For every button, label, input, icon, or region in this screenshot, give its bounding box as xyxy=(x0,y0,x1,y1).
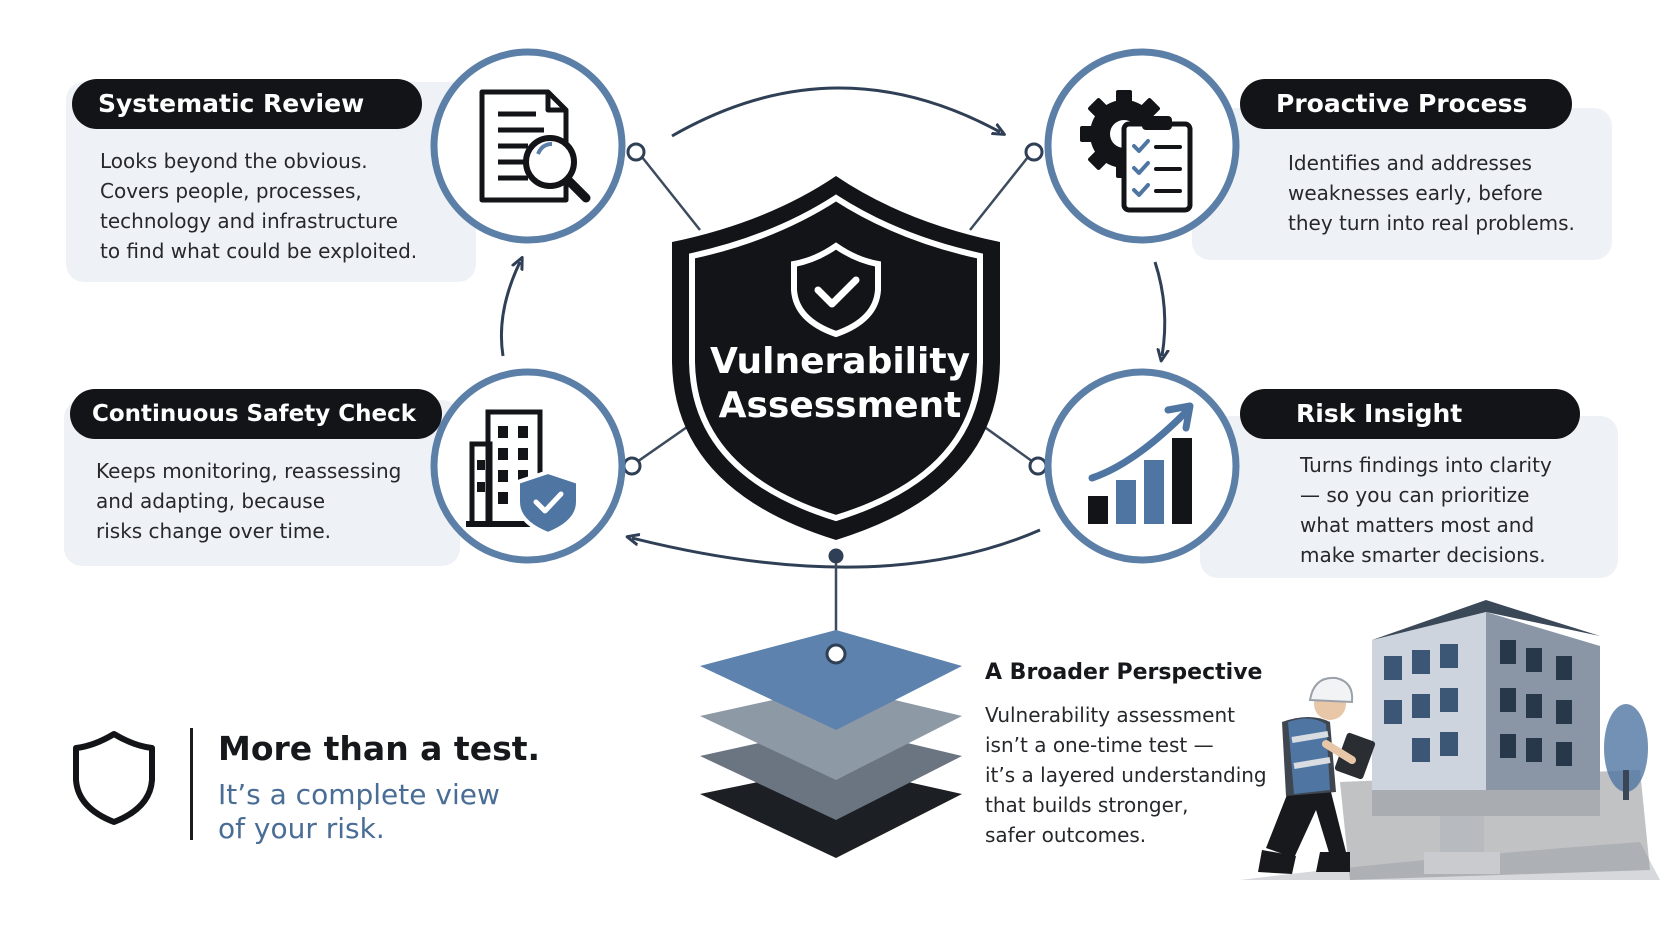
continuous-safety-check-card xyxy=(64,400,460,566)
description-line: Looks beyond the obvious. xyxy=(100,149,368,173)
tagline-subtitle: It’s a complete view of your risk. xyxy=(218,778,500,846)
shield-check-icon xyxy=(791,242,881,338)
description-line: isn’t a one-time test — xyxy=(985,733,1214,757)
center-shield xyxy=(672,176,1000,540)
description-line: Turns findings into clarity xyxy=(1300,453,1552,477)
cycle-arrow-bottom xyxy=(632,528,1041,569)
growth-chart-icon xyxy=(1088,402,1194,524)
center-shield-title: Vulnerability Assessment xyxy=(700,340,980,428)
description-line: Covers people, processes, xyxy=(100,179,362,203)
description-line: weaknesses early, before xyxy=(1288,181,1543,205)
continuous-safety-check-title: Continuous Safety Check xyxy=(70,389,442,439)
description-line: that builds stronger, xyxy=(985,793,1189,817)
tagline-subtitle-line: It’s a complete view xyxy=(218,778,500,811)
systematic-review-card xyxy=(66,82,476,282)
tagline-subtitle-line: of your risk. xyxy=(218,812,385,845)
connector-dots xyxy=(622,142,1048,564)
broader-perspective-title: A Broader Perspective xyxy=(985,660,1263,685)
systematic-review-description: Looks beyond the obvious. Covers people,… xyxy=(100,146,417,266)
description-line: it’s a layered understanding xyxy=(985,763,1267,787)
proactive-process-card xyxy=(1192,108,1612,260)
proactive-process-title: Proactive Process xyxy=(1240,79,1572,129)
systematic-review-title: Systematic Review xyxy=(72,79,422,129)
description-line: and adapting, because xyxy=(96,489,326,513)
cycle-arrow-top xyxy=(671,86,1000,138)
center-title-line: Vulnerability xyxy=(709,341,971,382)
description-line: Vulnerability assessment xyxy=(985,703,1235,727)
description-line: to find what could be exploited. xyxy=(100,239,418,263)
continuous-safety-check-description: Keeps monitoring, reassessing and adapti… xyxy=(96,456,401,546)
gear-clipboard-icon xyxy=(1080,90,1193,213)
shield-outline-icon xyxy=(73,731,155,825)
description-line: technology and infrastructure xyxy=(100,209,398,233)
inspector-building-illustration xyxy=(1240,600,1660,880)
layer-stack-icon xyxy=(700,630,962,858)
building-shield-icon xyxy=(466,409,580,537)
tagline-title: More than a test. xyxy=(218,729,541,768)
description-line: risks change over time. xyxy=(96,519,332,543)
cycle-arrow-right xyxy=(1153,261,1165,356)
broader-perspective-description: Vulnerability assessment isn’t a one-tim… xyxy=(985,700,1267,850)
description-line: what matters most and xyxy=(1300,513,1535,537)
description-line: — so you can prioritize xyxy=(1300,483,1530,507)
proactive-process-description: Identifies and addresses weaknesses earl… xyxy=(1288,148,1575,238)
risk-insight-card xyxy=(1200,416,1618,578)
cycle-arrow-left xyxy=(499,262,520,357)
description-line: safer outcomes. xyxy=(985,823,1147,847)
document-search-icon xyxy=(479,89,591,203)
description-line: Keeps monitoring, reassessing xyxy=(96,459,402,483)
description-line: they turn into real problems. xyxy=(1288,211,1575,235)
description-line: make smarter decisions. xyxy=(1300,543,1546,567)
description-line: Identifies and addresses xyxy=(1288,151,1532,175)
risk-insight-title: Risk Insight xyxy=(1240,389,1580,439)
tagline-divider xyxy=(190,728,193,840)
center-title-line: Assessment xyxy=(718,385,962,426)
risk-insight-description: Turns findings into clarity — so you can… xyxy=(1300,450,1552,570)
